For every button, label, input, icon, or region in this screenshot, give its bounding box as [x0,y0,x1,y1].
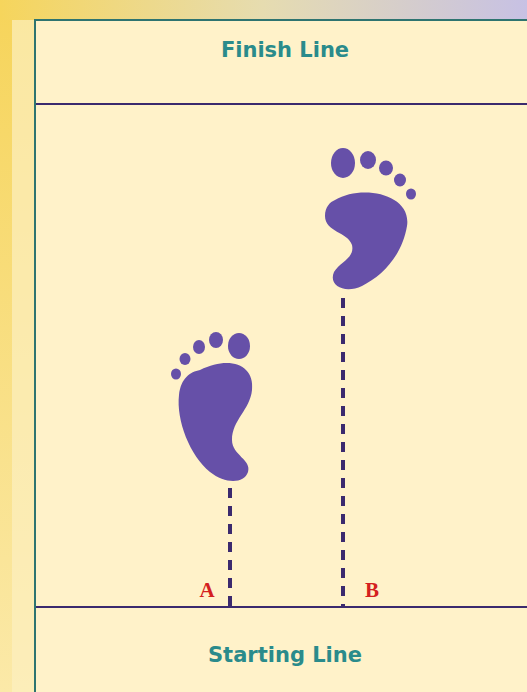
point-label: B [365,578,379,603]
top-band [0,0,527,20]
distance-dash [228,488,232,606]
point-label: A [199,578,214,603]
panel [35,20,527,692]
starting-line [36,606,527,608]
finish-line [36,103,527,105]
left-shade [12,20,35,692]
line-name: Starting Line [208,643,362,667]
distance-dash [341,298,345,606]
line-name: Finish Line [221,38,349,62]
footprint [171,332,252,481]
footprint [325,148,416,289]
